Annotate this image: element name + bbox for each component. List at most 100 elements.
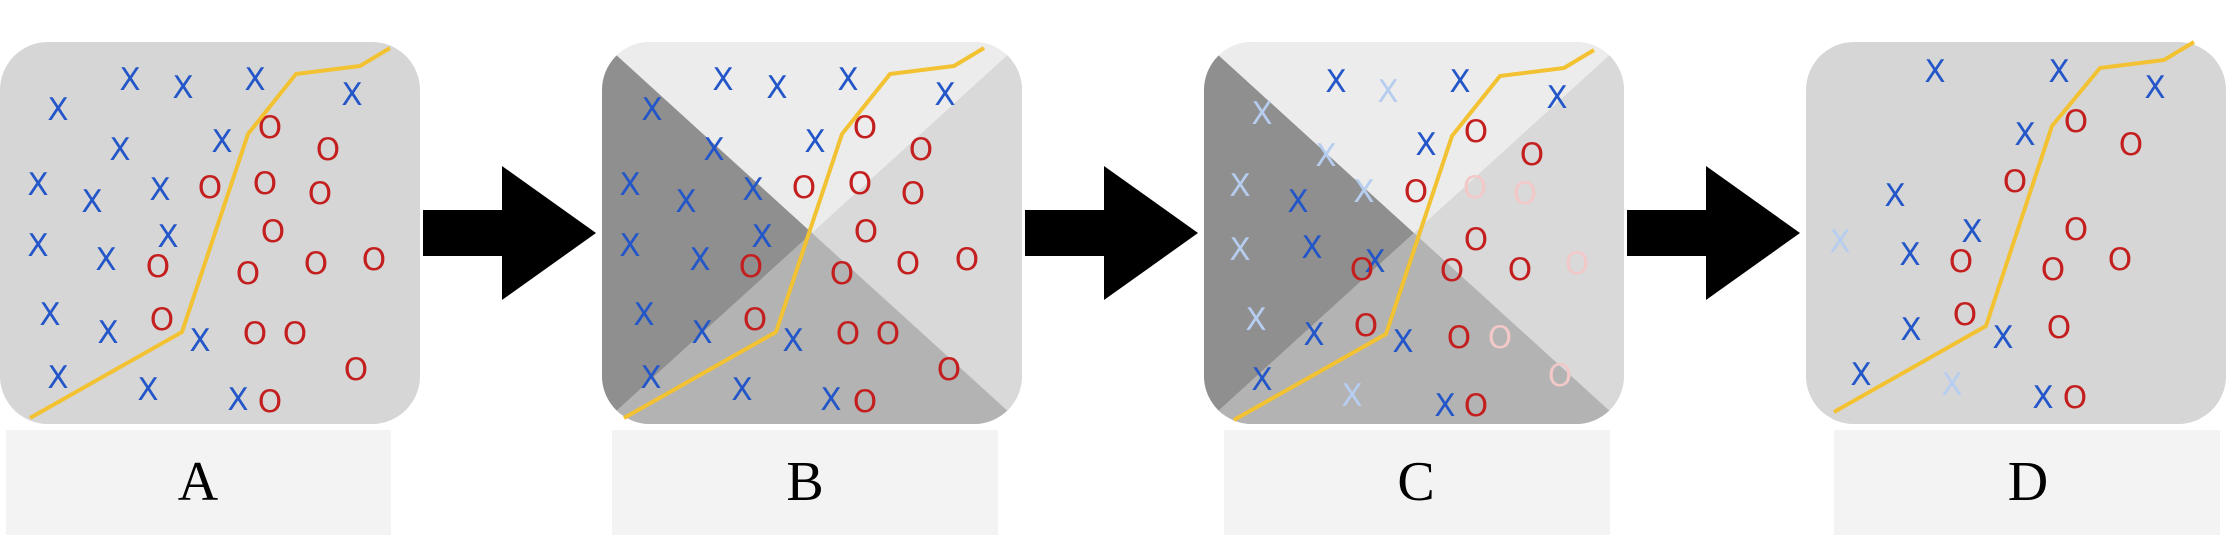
panel-b-label-box xyxy=(612,430,998,535)
o-mark: O xyxy=(792,170,816,206)
x-mark: X xyxy=(934,77,955,113)
x-mark-faded: X xyxy=(1229,168,1250,204)
x-mark: X xyxy=(1546,80,1567,116)
x-mark: X xyxy=(742,172,763,208)
x-mark: X xyxy=(211,124,232,160)
x-mark: X xyxy=(1251,362,1272,398)
x-mark: X xyxy=(189,323,210,359)
o-mark: O xyxy=(2003,164,2027,200)
x-mark: X xyxy=(172,70,193,106)
x-mark: X xyxy=(1850,357,1871,393)
panel-a-label-box xyxy=(6,430,391,535)
x-mark: X xyxy=(691,315,712,351)
x-mark: X xyxy=(1992,320,2013,356)
x-mark: X xyxy=(1884,178,1905,214)
panel-a-label: A xyxy=(178,451,219,513)
o-mark: O xyxy=(2041,252,2065,288)
panel-c-label: C xyxy=(1397,451,1434,513)
x-mark: X xyxy=(1287,184,1308,220)
x-mark: X xyxy=(227,382,248,418)
panel-a-background xyxy=(0,42,420,424)
x-mark: X xyxy=(820,382,841,418)
o-mark: O xyxy=(743,302,767,338)
o-mark: O xyxy=(1464,114,1488,150)
x-mark: X xyxy=(244,62,265,98)
x-mark: X xyxy=(97,315,118,351)
x-mark: X xyxy=(27,167,48,203)
x-mark: X xyxy=(1301,230,1322,266)
x-mark: X xyxy=(47,92,68,128)
o-mark: O xyxy=(198,170,222,206)
o-mark: O xyxy=(901,176,925,212)
x-mark: X xyxy=(633,297,654,333)
o-mark: O xyxy=(1464,388,1488,424)
o-mark: O xyxy=(362,242,386,278)
panel-c-decision-boundary xyxy=(1233,48,1596,422)
panel-b-quadrant-bottom xyxy=(602,233,1022,424)
o-mark-faded: O xyxy=(1463,170,1487,206)
x-mark: X xyxy=(2144,70,2165,106)
x-mark: X xyxy=(766,70,787,106)
o-mark: O xyxy=(1520,137,1544,173)
x-mark: X xyxy=(1325,64,1346,100)
x-mark-faded: X xyxy=(1377,74,1398,110)
arrow-a-to-b xyxy=(423,166,596,300)
o-mark: O xyxy=(1440,253,1464,289)
x-mark: X xyxy=(47,360,68,396)
o-mark-faded: O xyxy=(1548,358,1572,394)
panel-c-label-box xyxy=(1224,430,1610,535)
o-mark: O xyxy=(739,249,763,285)
arrow-c-to-d xyxy=(1627,166,1800,300)
panel-a-decision-boundary xyxy=(29,46,392,420)
o-mark: O xyxy=(146,249,170,285)
x-mark: X xyxy=(804,124,825,160)
x-mark-faded: X xyxy=(1229,232,1250,268)
o-mark: O xyxy=(955,242,979,278)
x-mark: X xyxy=(2048,54,2069,90)
panel-d-label-box xyxy=(1834,430,2220,535)
x-mark: X xyxy=(1449,64,1470,100)
x-mark: X xyxy=(1899,237,1920,273)
x-mark: X xyxy=(703,132,724,168)
panel-b-quadrant-right xyxy=(812,42,1022,424)
x-mark: X xyxy=(27,228,48,264)
x-mark: X xyxy=(731,372,752,408)
x-mark: X xyxy=(2014,117,2035,153)
o-mark: O xyxy=(1508,252,1532,288)
o-mark: O xyxy=(848,166,872,202)
o-mark: O xyxy=(2064,212,2088,248)
x-mark: X xyxy=(1434,388,1455,424)
o-mark: O xyxy=(2064,104,2088,140)
panel-b-quadrant-top xyxy=(602,42,1022,233)
panel-c-quadrant-right xyxy=(1414,42,1624,424)
arrow-b-to-c xyxy=(1025,166,1198,300)
x-mark: X xyxy=(1961,214,1982,250)
x-mark-faded: X xyxy=(1941,367,1962,403)
o-mark: O xyxy=(830,256,854,292)
x-mark-faded: X xyxy=(1829,224,1850,260)
o-mark: O xyxy=(853,384,877,420)
panel-d-decision-boundary xyxy=(1833,40,2196,414)
o-mark: O xyxy=(1949,244,1973,280)
x-mark: X xyxy=(640,360,661,396)
x-mark: X xyxy=(119,62,140,98)
x-mark: X xyxy=(109,132,130,168)
o-mark: O xyxy=(236,256,260,292)
x-mark: X xyxy=(1364,244,1385,280)
x-mark: X xyxy=(149,172,170,208)
x-mark: X xyxy=(1415,127,1436,163)
x-mark: X xyxy=(1303,317,1324,353)
x-mark: X xyxy=(157,219,178,255)
x-mark-faded: X xyxy=(1251,96,1272,132)
x-mark: X xyxy=(712,62,733,98)
o-mark-faded: O xyxy=(1565,246,1589,282)
x-mark: X xyxy=(837,62,858,98)
o-mark-faded: O xyxy=(1488,320,1512,356)
o-mark: O xyxy=(1447,320,1471,356)
